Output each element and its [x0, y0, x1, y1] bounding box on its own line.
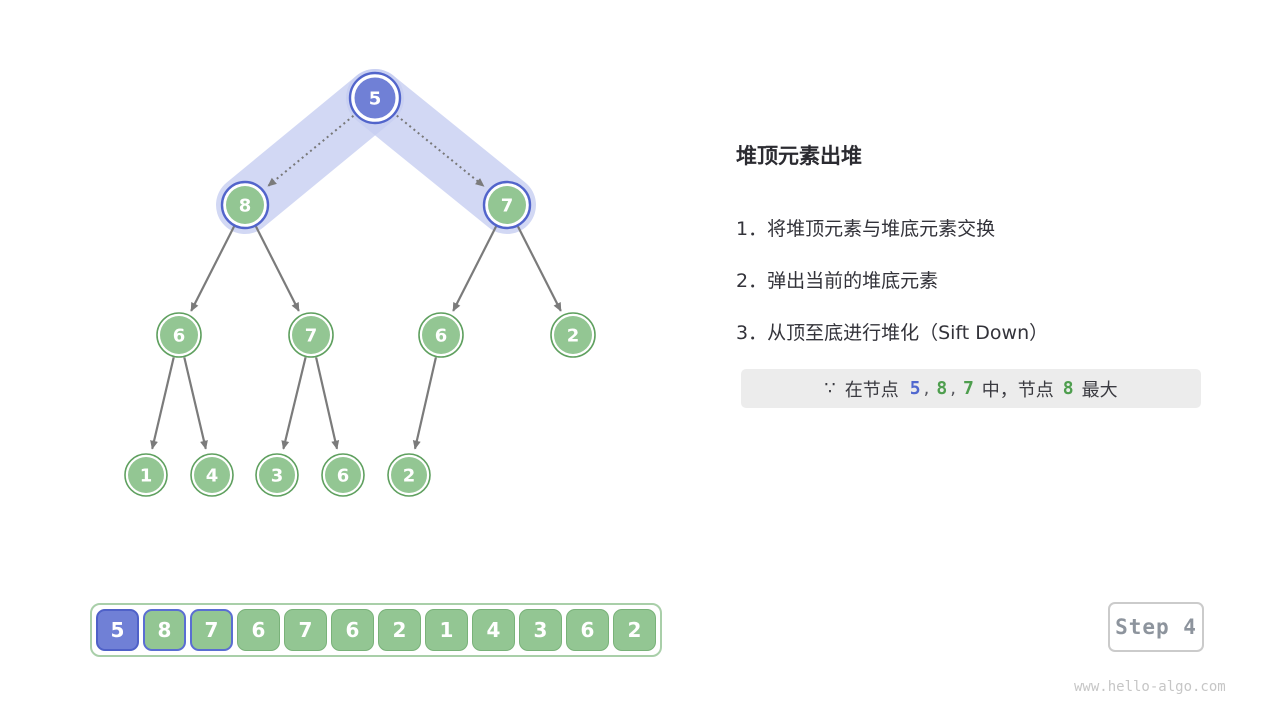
note-comma: , [923, 378, 930, 399]
node-value: 6 [337, 466, 350, 487]
tree-node: 6 [321, 453, 365, 497]
note-node-7: 7 [962, 378, 974, 399]
tree-edge [150, 357, 175, 450]
array-cell: 2 [613, 609, 656, 651]
array-cell: 7 [190, 609, 233, 651]
tree-node: 6 [418, 312, 464, 358]
node-value: 6 [173, 326, 186, 347]
tree-node: 2 [387, 453, 431, 497]
array-cell: 1 [425, 609, 468, 651]
heap-tree: 5 8 7 6 7 6 2 1 4 3 6 2 [124, 69, 596, 497]
tree-edge [452, 225, 498, 312]
node-value: 3 [271, 466, 284, 487]
note-text: 最大 [1081, 379, 1118, 401]
array-cell: 7 [284, 609, 327, 651]
tree-node: 3 [255, 453, 299, 497]
note-text: 中，节点 [981, 379, 1054, 401]
tree-edge [315, 357, 340, 450]
tree-node: 7 [482, 180, 532, 230]
step-item-1: 1．将堆顶元素与堆底元素交换 [736, 218, 996, 240]
node-value: 1 [140, 466, 153, 487]
node-value: 5 [369, 89, 382, 110]
note-node-5: 5 [909, 378, 921, 399]
note-node-8-max: 8 [1062, 378, 1074, 399]
array-cell: 8 [143, 609, 186, 651]
compare-edge-dotted [396, 114, 485, 187]
tree-edge [190, 225, 236, 312]
array-cell: 6 [331, 609, 374, 651]
because-symbol: ∵ [824, 378, 836, 399]
tree-edge [254, 225, 300, 312]
tree-node: 1 [124, 453, 168, 497]
tree-edge [516, 225, 562, 312]
tree-node: 2 [550, 312, 596, 358]
tree-edge [183, 357, 208, 450]
watermark: www.hello-algo.com [1074, 679, 1226, 695]
tree-edge [412, 357, 437, 450]
heap-array: 5 8 7 6 7 6 2 1 4 3 6 2 [90, 603, 662, 657]
step-badge: Step 4 [1108, 602, 1204, 652]
node-value: 7 [305, 326, 318, 347]
note-box: ∵ 在节点 5 , 8 , 7 中，节点 8 最大 [741, 369, 1201, 408]
step-item-3: 3．从顶至底进行堆化（Sift Down） [736, 322, 1049, 344]
node-value: 4 [206, 466, 219, 487]
panel-title: 堆顶元素出堆 [736, 144, 862, 168]
array-cell: 4 [472, 609, 515, 651]
node-value: 8 [239, 196, 252, 217]
array-cell: 6 [566, 609, 609, 651]
compare-edge-dotted [267, 115, 355, 187]
note-comma: , [950, 378, 956, 399]
tree-node: 6 [156, 312, 202, 358]
node-value: 2 [403, 466, 416, 487]
node-value: 6 [435, 326, 448, 347]
tree-edge [281, 357, 307, 450]
node-value: 7 [501, 196, 514, 217]
tree-node: 8 [220, 180, 270, 230]
step-item-2: 2．弹出当前的堆底元素 [736, 270, 939, 292]
tree-node: 7 [288, 312, 334, 358]
tree-node: 4 [190, 453, 234, 497]
array-cell: 5 [96, 609, 139, 651]
array-cell: 6 [237, 609, 280, 651]
array-cell: 2 [378, 609, 421, 651]
tree-node: 5 [348, 71, 402, 125]
note-text: 在节点 [844, 379, 899, 401]
array-cell: 3 [519, 609, 562, 651]
note-node-8: 8 [936, 378, 948, 399]
node-value: 2 [567, 326, 580, 347]
